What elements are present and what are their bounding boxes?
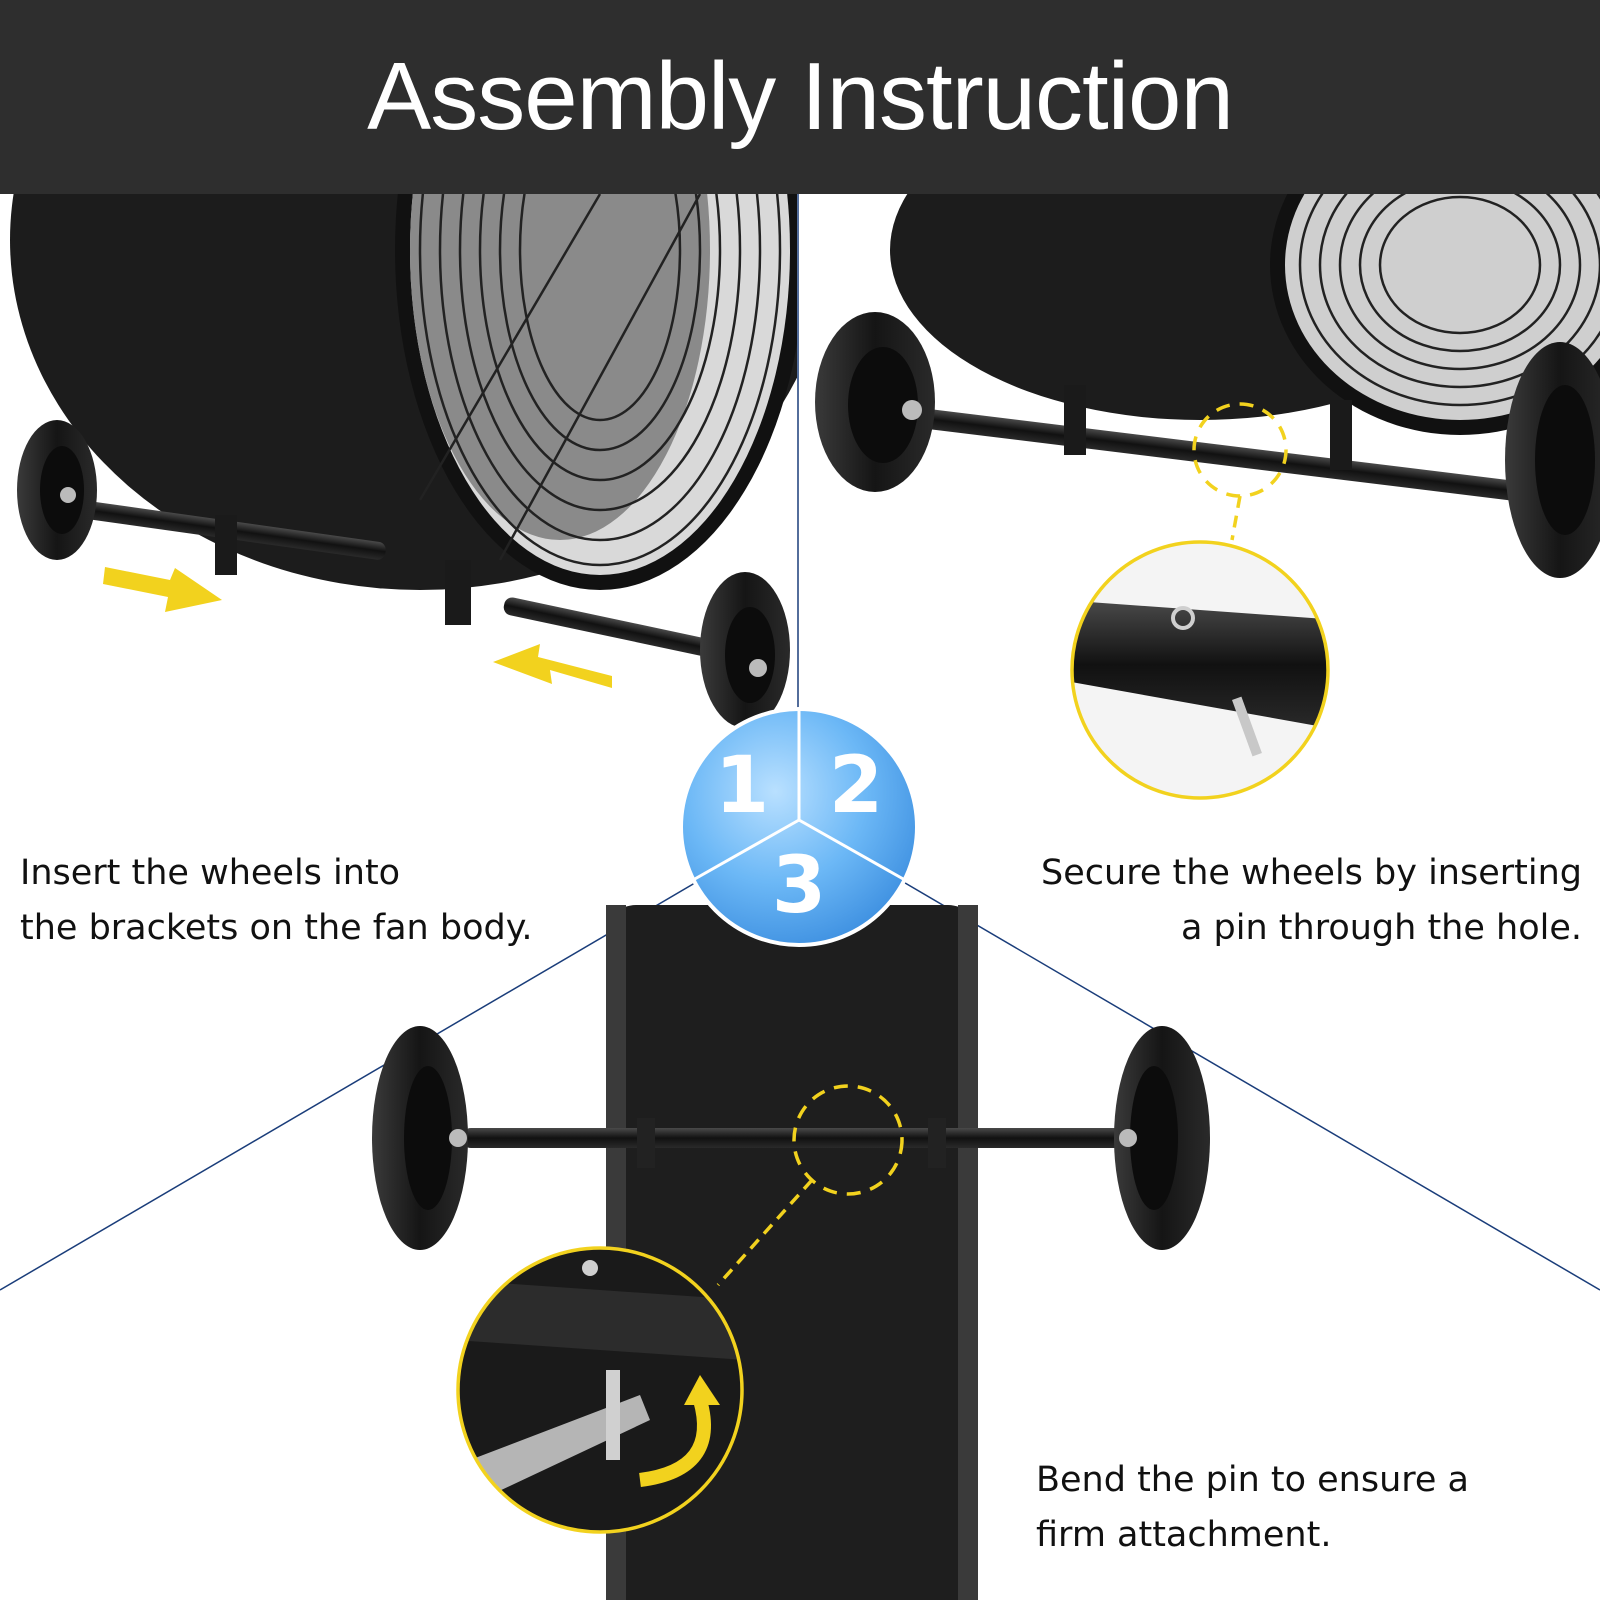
step2-caption-line2: a pin through the hole.	[1180, 908, 1582, 948]
step1-caption: Insert the wheels into the brackets on t…	[20, 846, 533, 956]
step3-caption: Bend the pin to ensure a firm attachment…	[1036, 1453, 1469, 1563]
step3-caption-line2: firm attachment.	[1036, 1515, 1332, 1555]
step2-zoom-callout	[1070, 402, 1330, 800]
step1-illustration	[10, 194, 797, 728]
step-number-3: 3	[772, 841, 826, 931]
panel-dividers	[0, 194, 1600, 1291]
step-number-1: 1	[715, 741, 769, 831]
insert-arrows	[103, 567, 612, 688]
step-number-2: 2	[829, 741, 883, 831]
step-badge: 1 2 3	[679, 707, 919, 947]
step3-caption-line1: Bend the pin to ensure a	[1036, 1460, 1470, 1500]
step1-caption-line2: the brackets on the fan body.	[20, 908, 533, 948]
step2-caption: Secure the wheels by inserting a pin thr…	[1041, 846, 1582, 956]
title-banner: Assembly Instruction	[0, 0, 1600, 194]
step3-zoom-callout	[456, 1084, 904, 1534]
step2-caption-line1: Secure the wheels by inserting	[1041, 853, 1582, 893]
page-title: Assembly Instruction	[367, 43, 1234, 150]
step2-illustration	[815, 194, 1600, 578]
step1-caption-line1: Insert the wheels into	[20, 853, 401, 893]
